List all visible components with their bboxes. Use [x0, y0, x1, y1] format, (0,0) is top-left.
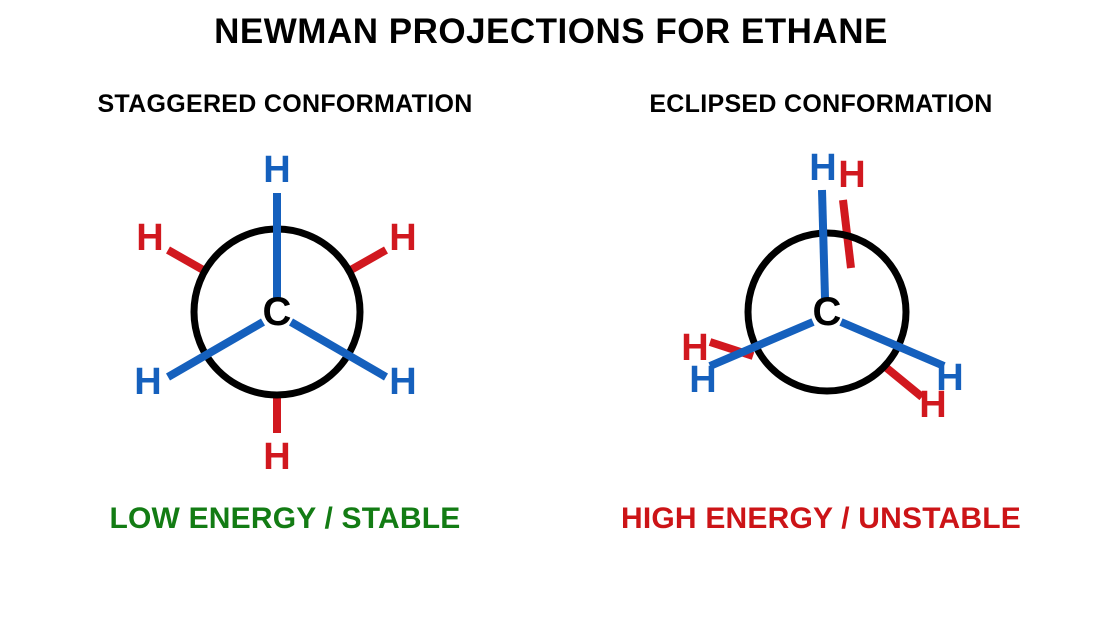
- back-hydrogen-label: H: [389, 217, 416, 259]
- page-title: NEWMAN PROJECTIONS FOR ETHANE: [214, 12, 888, 51]
- staggered-back-bonds: [166, 246, 388, 433]
- eclipsed-center-atom-label: C: [813, 290, 842, 334]
- front-bond-line: [708, 318, 815, 370]
- front-bond-line: [839, 318, 946, 370]
- back-hydrogen-label: H: [136, 217, 163, 259]
- back-hydrogen-label: H: [681, 327, 708, 369]
- front-bond-line: [165, 318, 266, 381]
- staggered-center-atom-label: C: [263, 290, 292, 334]
- front-bond-line: [288, 318, 389, 381]
- staggered-atom-labels: H H H H H H: [134, 149, 416, 478]
- newman-projection-staggered: C H H H H H H: [60, 130, 495, 495]
- subtitle-eclipsed: ECLIPSED CONFORMATION: [649, 90, 993, 118]
- eclipsed-front-bonds: [708, 189, 946, 370]
- front-bond-line: [818, 189, 829, 299]
- staggered-front-bonds: [165, 193, 389, 381]
- front-hydrogen-label: H: [936, 357, 963, 399]
- caption-staggered: LOW ENERGY / STABLE: [109, 502, 461, 535]
- staggered-svg: C H H H H H H: [134, 149, 416, 478]
- front-hydrogen-label: H: [809, 147, 836, 189]
- back-hydrogen-label: H: [838, 154, 865, 196]
- front-hydrogen-label: H: [689, 359, 716, 401]
- front-hydrogen-label: H: [389, 361, 416, 403]
- caption-eclipsed: HIGH ENERGY / UNSTABLE: [621, 502, 1021, 535]
- back-bond-line: [347, 246, 388, 275]
- back-hydrogen-label: H: [263, 436, 290, 478]
- front-hydrogen-label: H: [134, 361, 161, 403]
- back-bond-line: [166, 246, 207, 275]
- back-hydrogen-label: H: [919, 384, 946, 426]
- back-bond-line: [880, 361, 925, 401]
- subtitle-staggered: STAGGERED CONFORMATION: [97, 90, 473, 118]
- front-hydrogen-label: H: [263, 149, 290, 191]
